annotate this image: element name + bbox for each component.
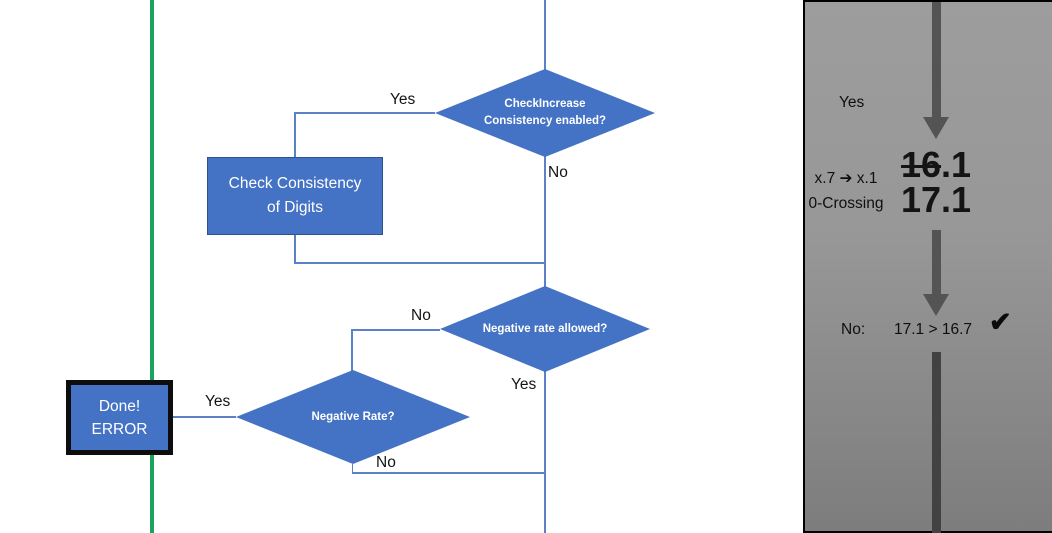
edge-label-no-negative-rate: No: [376, 454, 396, 471]
edge-label-no-check-increase: No: [548, 164, 568, 181]
decision-negative-rate-label: Negative Rate?: [311, 410, 395, 423]
down-arrow-2-shaft: [932, 230, 941, 295]
panel-yes-label: Yes: [839, 94, 865, 111]
decision-check-increase-label: CheckIncrease Consistency enabled?: [483, 98, 607, 127]
down-arrow-1-shaft: [932, 2, 941, 118]
annotation-panel: Yes x.7 ➔ x.1 0-Crossing 16.1 17.1 No: 1…: [803, 0, 1052, 533]
panel-new-value: 17.1: [901, 179, 972, 220]
decision-negative-rate-allowed-label: Negative rate allowed?: [482, 322, 608, 335]
connector-no3-horizontal: [351, 472, 546, 474]
decision-negative-rate: Negative Rate?: [236, 370, 470, 464]
process-check-consistency-label: Check Consistency of Digits: [228, 175, 362, 216]
center-flow-line: [544, 0, 546, 533]
panel-rule-line1: x.7 ➔ x.1: [814, 170, 878, 187]
panel-values: 16.1 17.1: [901, 144, 972, 220]
panel-old-value-suffix: .1: [941, 144, 972, 185]
panel-old-value-struck: 16: [901, 144, 942, 185]
panel-result-comparison: 17.1 > 16.7: [894, 321, 972, 338]
check-icon: ✔: [989, 307, 1012, 337]
down-arrow-1-head: [923, 117, 949, 139]
decision-negative-rate-allowed: Negative rate allowed?: [440, 286, 650, 372]
connector-error-yes: [173, 416, 236, 418]
panel-rule-line2: 0-Crossing: [808, 195, 884, 212]
connector-no-vertical: [351, 329, 353, 371]
edge-label-yes-rate-allowed: Yes: [511, 376, 537, 393]
connector-yes-return: [294, 262, 545, 264]
connector-no3-vertical: [351, 464, 354, 473]
connector-yes-horizontal: [294, 112, 435, 114]
panel-result-label: No:: [841, 321, 866, 338]
terminator-done-error: Done! ERROR: [66, 380, 173, 455]
process-check-consistency: Check Consistency of Digits: [207, 157, 383, 235]
terminator-line2: ERROR: [91, 420, 148, 438]
panel-old-value: 16.1: [901, 144, 972, 185]
edge-label-yes-check-increase: Yes: [390, 91, 416, 108]
down-arrow-3-shaft: [932, 352, 941, 533]
panel-rule-text: x.7 ➔ x.1 0-Crossing: [798, 166, 894, 216]
connector-no-horizontal: [351, 329, 440, 331]
decision-check-increase-consistency: CheckIncrease Consistency enabled?: [435, 69, 655, 157]
edge-label-no-rate-allowed: No: [411, 307, 431, 324]
terminator-line1: Done!: [98, 397, 141, 415]
edge-label-yes-negative-rate: Yes: [205, 393, 231, 410]
green-guide-line: [150, 0, 154, 533]
down-arrow-2-head: [923, 294, 949, 316]
